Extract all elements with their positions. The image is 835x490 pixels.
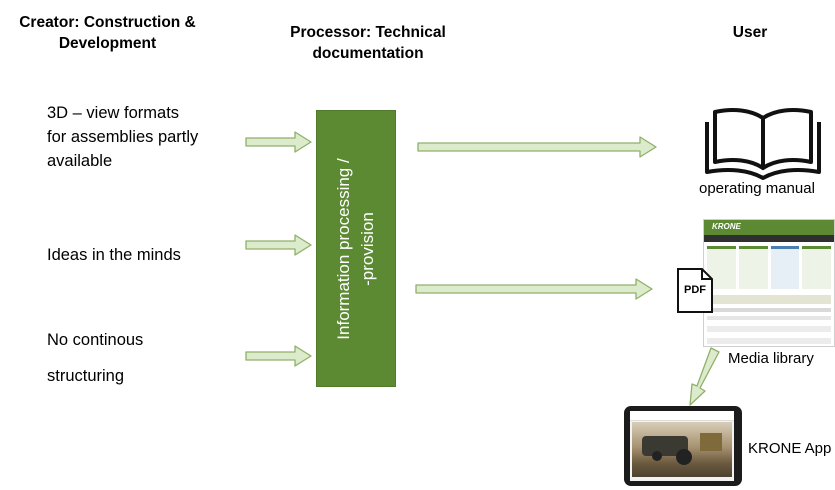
arrow-output-media — [415, 278, 653, 300]
pdf-badge-label: PDF — [684, 284, 706, 296]
input-no-structuring: No continous structuring — [47, 331, 144, 385]
arrow-input-1 — [245, 131, 312, 153]
user-heading: User — [732, 24, 768, 41]
pdf-icon: PDF — [677, 268, 713, 313]
arrow-input-3 — [245, 345, 312, 367]
creator-heading: Creator: Construction & Development — [19, 14, 196, 52]
input-ideas: Ideas in the minds — [47, 246, 181, 264]
tablet-app-screenshot — [624, 406, 742, 486]
arrow-input-2 — [245, 234, 312, 256]
media-library-caption: Media library — [728, 350, 814, 367]
arrow-output-manual — [417, 136, 657, 158]
media-library-screenshot: KRONE — [703, 219, 835, 347]
processing-box: Information processing / -provision — [316, 110, 396, 387]
processor-heading: Processor: Technical documentation — [290, 24, 446, 62]
book-icon — [705, 108, 821, 180]
manual-caption: operating manual — [699, 180, 815, 197]
media-brand-logo: KRONE — [712, 222, 741, 231]
app-caption: KRONE App — [748, 440, 832, 457]
input-3d-formats: 3D – view formats for assemblies partly … — [47, 104, 199, 170]
arrow-media-to-app — [689, 347, 720, 406]
